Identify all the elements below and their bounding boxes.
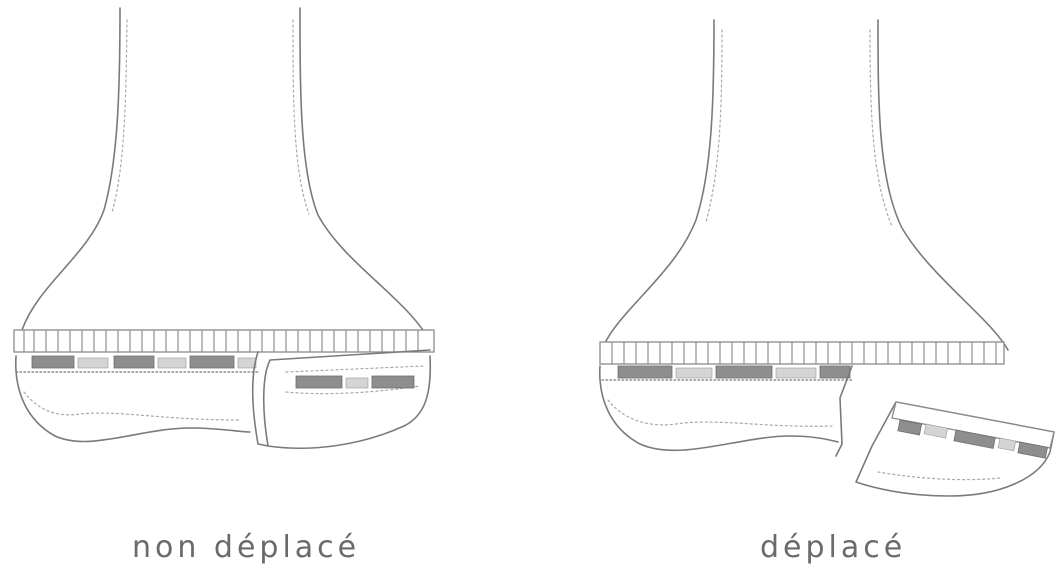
bone-shaft-right-edge-displaced (878, 20, 1008, 350)
bone-shaft-left-edge-displaced (604, 20, 714, 345)
panel-displaced (600, 20, 1054, 496)
epiphysis-outline-left (16, 356, 250, 442)
panel-non-displaced (14, 8, 434, 448)
displaced-fragment-inner (878, 472, 1000, 480)
displaced-fragment (856, 402, 1054, 496)
growth-plate-band (14, 330, 434, 352)
bone-shaft-right-edge (300, 8, 432, 345)
epiphysis-shaded-blocks (32, 356, 256, 368)
epiphysis-outline-inner-displaced (608, 400, 832, 426)
epiphysis-outline-displaced (600, 366, 838, 450)
fracture-line (253, 350, 430, 446)
caption-non-displaced: non déplacé (132, 530, 360, 565)
bone-shaft-left-edge (22, 8, 120, 330)
epiphysis-shaded-blocks-displaced (618, 366, 850, 378)
fragment-outline (268, 356, 430, 448)
fragment-shaded-blocks (296, 376, 414, 388)
epiphysis-outline-left-inner (24, 392, 240, 420)
caption-displaced: déplacé (760, 530, 906, 565)
